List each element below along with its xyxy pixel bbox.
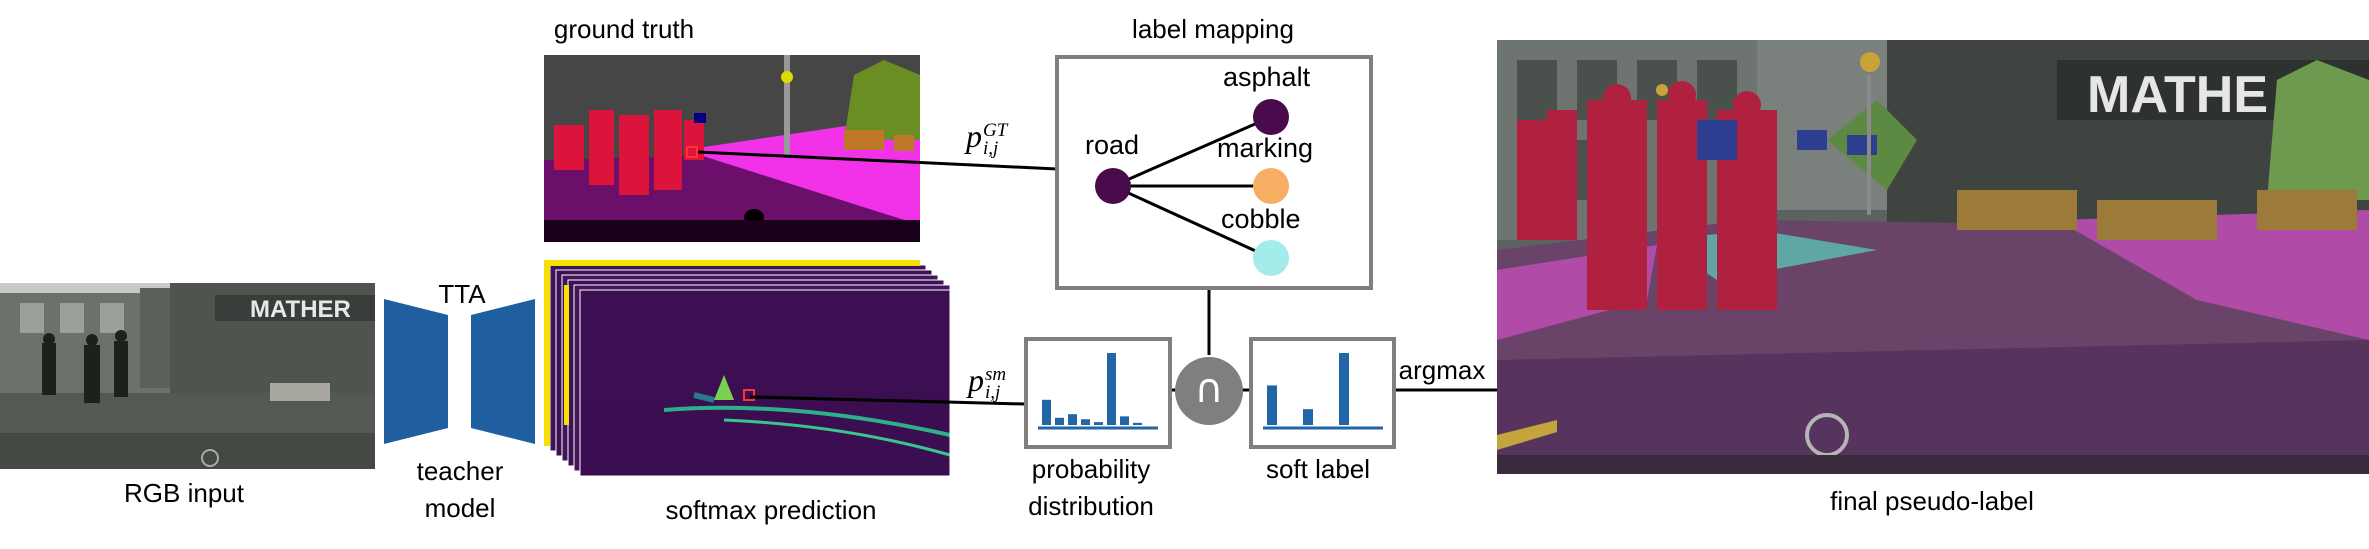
final-pseudo-label-image: MATHE (1497, 40, 2369, 474)
probability-bar-7 (1133, 422, 1142, 425)
probability-bar-6 (1120, 416, 1129, 425)
probability-bar-2 (1068, 414, 1077, 425)
asphalt-node (1253, 99, 1289, 135)
soft-label-bar-2 (1339, 353, 1349, 425)
probability-distribution-label-line2: distribution (1028, 491, 1154, 521)
softmax-prediction-stack (544, 260, 964, 490)
probability-distribution-box (1024, 337, 1172, 449)
argmax-label: argmax (1398, 355, 1486, 385)
final-shop-sign: MATHE (2087, 66, 2268, 124)
softmax-prediction-label: softmax prediction (665, 495, 877, 525)
final-pseudo-label-label: final pseudo-label (1830, 486, 2034, 516)
probability-bar-4 (1094, 422, 1103, 425)
cobble-node-label: cobble (1221, 204, 1301, 234)
road-node-label: road (1085, 130, 1140, 160)
rgb-input-label: RGB input (124, 478, 244, 508)
label-mapping-box: road asphalt marking cobble (1055, 55, 1373, 290)
ground-truth-label: ground truth (553, 14, 695, 44)
probability-distribution-label-line1: probability (1031, 454, 1151, 484)
ground-truth-image (544, 55, 920, 242)
road-node (1095, 168, 1131, 204)
teacher-model-label-line2: model (424, 493, 496, 523)
probability-bar-1 (1055, 417, 1064, 425)
probability-bar-5 (1107, 353, 1116, 425)
probability-bar-3 (1081, 419, 1090, 425)
asphalt-node-label: asphalt (1223, 62, 1311, 92)
marking-node-label: marking (1217, 133, 1314, 163)
rgb-input-image: MATHER (0, 283, 375, 469)
marking-node (1253, 168, 1289, 204)
label-mapping-label: label mapping (1132, 14, 1294, 44)
soft-label-bar-0 (1267, 385, 1277, 425)
soft-label-label: soft label (1265, 454, 1371, 484)
intersection-operator: ∩ (1175, 357, 1243, 425)
rgb-shop-sign: MATHER (250, 296, 351, 323)
soft-label-box (1249, 337, 1396, 449)
probability-bar-0 (1042, 399, 1051, 425)
soft-label-bar-1 (1303, 409, 1313, 425)
cobble-node (1253, 240, 1289, 276)
teacher-model-label-line1: teacher (416, 456, 504, 486)
